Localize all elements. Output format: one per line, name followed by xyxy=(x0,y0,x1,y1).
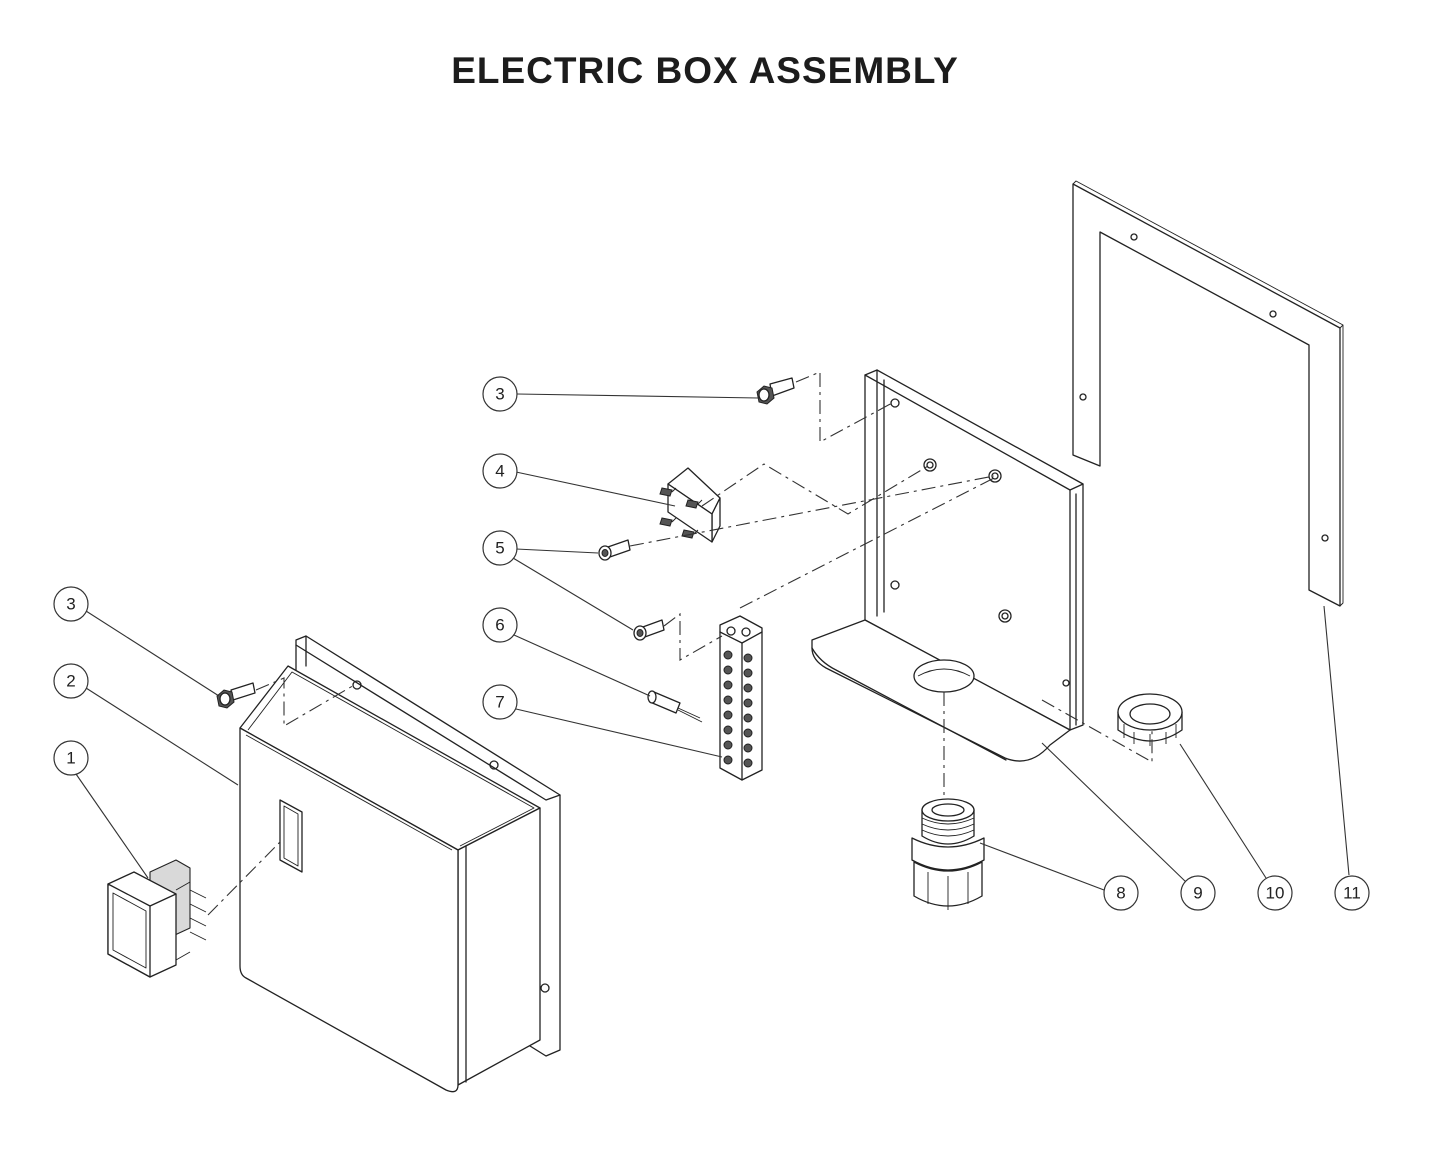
callout-3-upper-label: 3 xyxy=(495,385,504,404)
part-1-rocker-switch xyxy=(107,859,207,978)
callout-6: 6 xyxy=(482,607,518,643)
callout-3-lower: 3 xyxy=(53,586,89,622)
leader-lines xyxy=(75,393,1350,891)
terminal-screws xyxy=(723,650,753,768)
callout-10: 10 xyxy=(1257,875,1293,911)
part-7-terminal-strip xyxy=(719,615,763,781)
part-3-screw-upper xyxy=(756,377,795,405)
part-2-electric-box xyxy=(239,635,561,1093)
callout-7: 7 xyxy=(482,684,518,720)
callout-8: 8 xyxy=(1103,875,1139,911)
part-5-cap-screw-upper xyxy=(598,539,631,561)
part-6-wire-connector xyxy=(647,690,703,723)
part-9-mounting-bracket xyxy=(811,369,1084,762)
callout-4: 4 xyxy=(482,453,518,489)
callout-7-label: 7 xyxy=(495,693,504,712)
callout-5: 5 xyxy=(482,530,518,566)
callout-11-label: 11 xyxy=(1343,884,1361,903)
callout-1-label: 1 xyxy=(66,749,75,768)
part-11-gasket-frame xyxy=(1072,180,1344,607)
callout-1: 1 xyxy=(53,740,89,776)
assembly-centerlines xyxy=(207,371,1153,916)
callout-10-label: 10 xyxy=(1266,884,1285,903)
part-8-cord-grip xyxy=(911,798,985,910)
callout-6-label: 6 xyxy=(495,616,504,635)
callout-3-upper: 3 xyxy=(482,376,518,412)
callout-4-label: 4 xyxy=(495,462,504,481)
callout-3-lower-label: 3 xyxy=(66,595,75,614)
callout-2: 2 xyxy=(53,663,89,699)
callout-11: 11 xyxy=(1334,875,1370,911)
callout-9-label: 9 xyxy=(1193,884,1202,903)
callout-9: 9 xyxy=(1180,875,1216,911)
callout-2-label: 2 xyxy=(66,672,75,691)
part-10-lock-nut xyxy=(1117,693,1183,746)
callout-8-label: 8 xyxy=(1116,884,1125,903)
part-3-screw-lower xyxy=(216,682,256,709)
part-5-cap-screw-lower xyxy=(633,619,665,641)
callout-5-label: 5 xyxy=(495,539,504,558)
diagram-title: ELECTRIC BOX ASSEMBLY xyxy=(451,50,959,91)
